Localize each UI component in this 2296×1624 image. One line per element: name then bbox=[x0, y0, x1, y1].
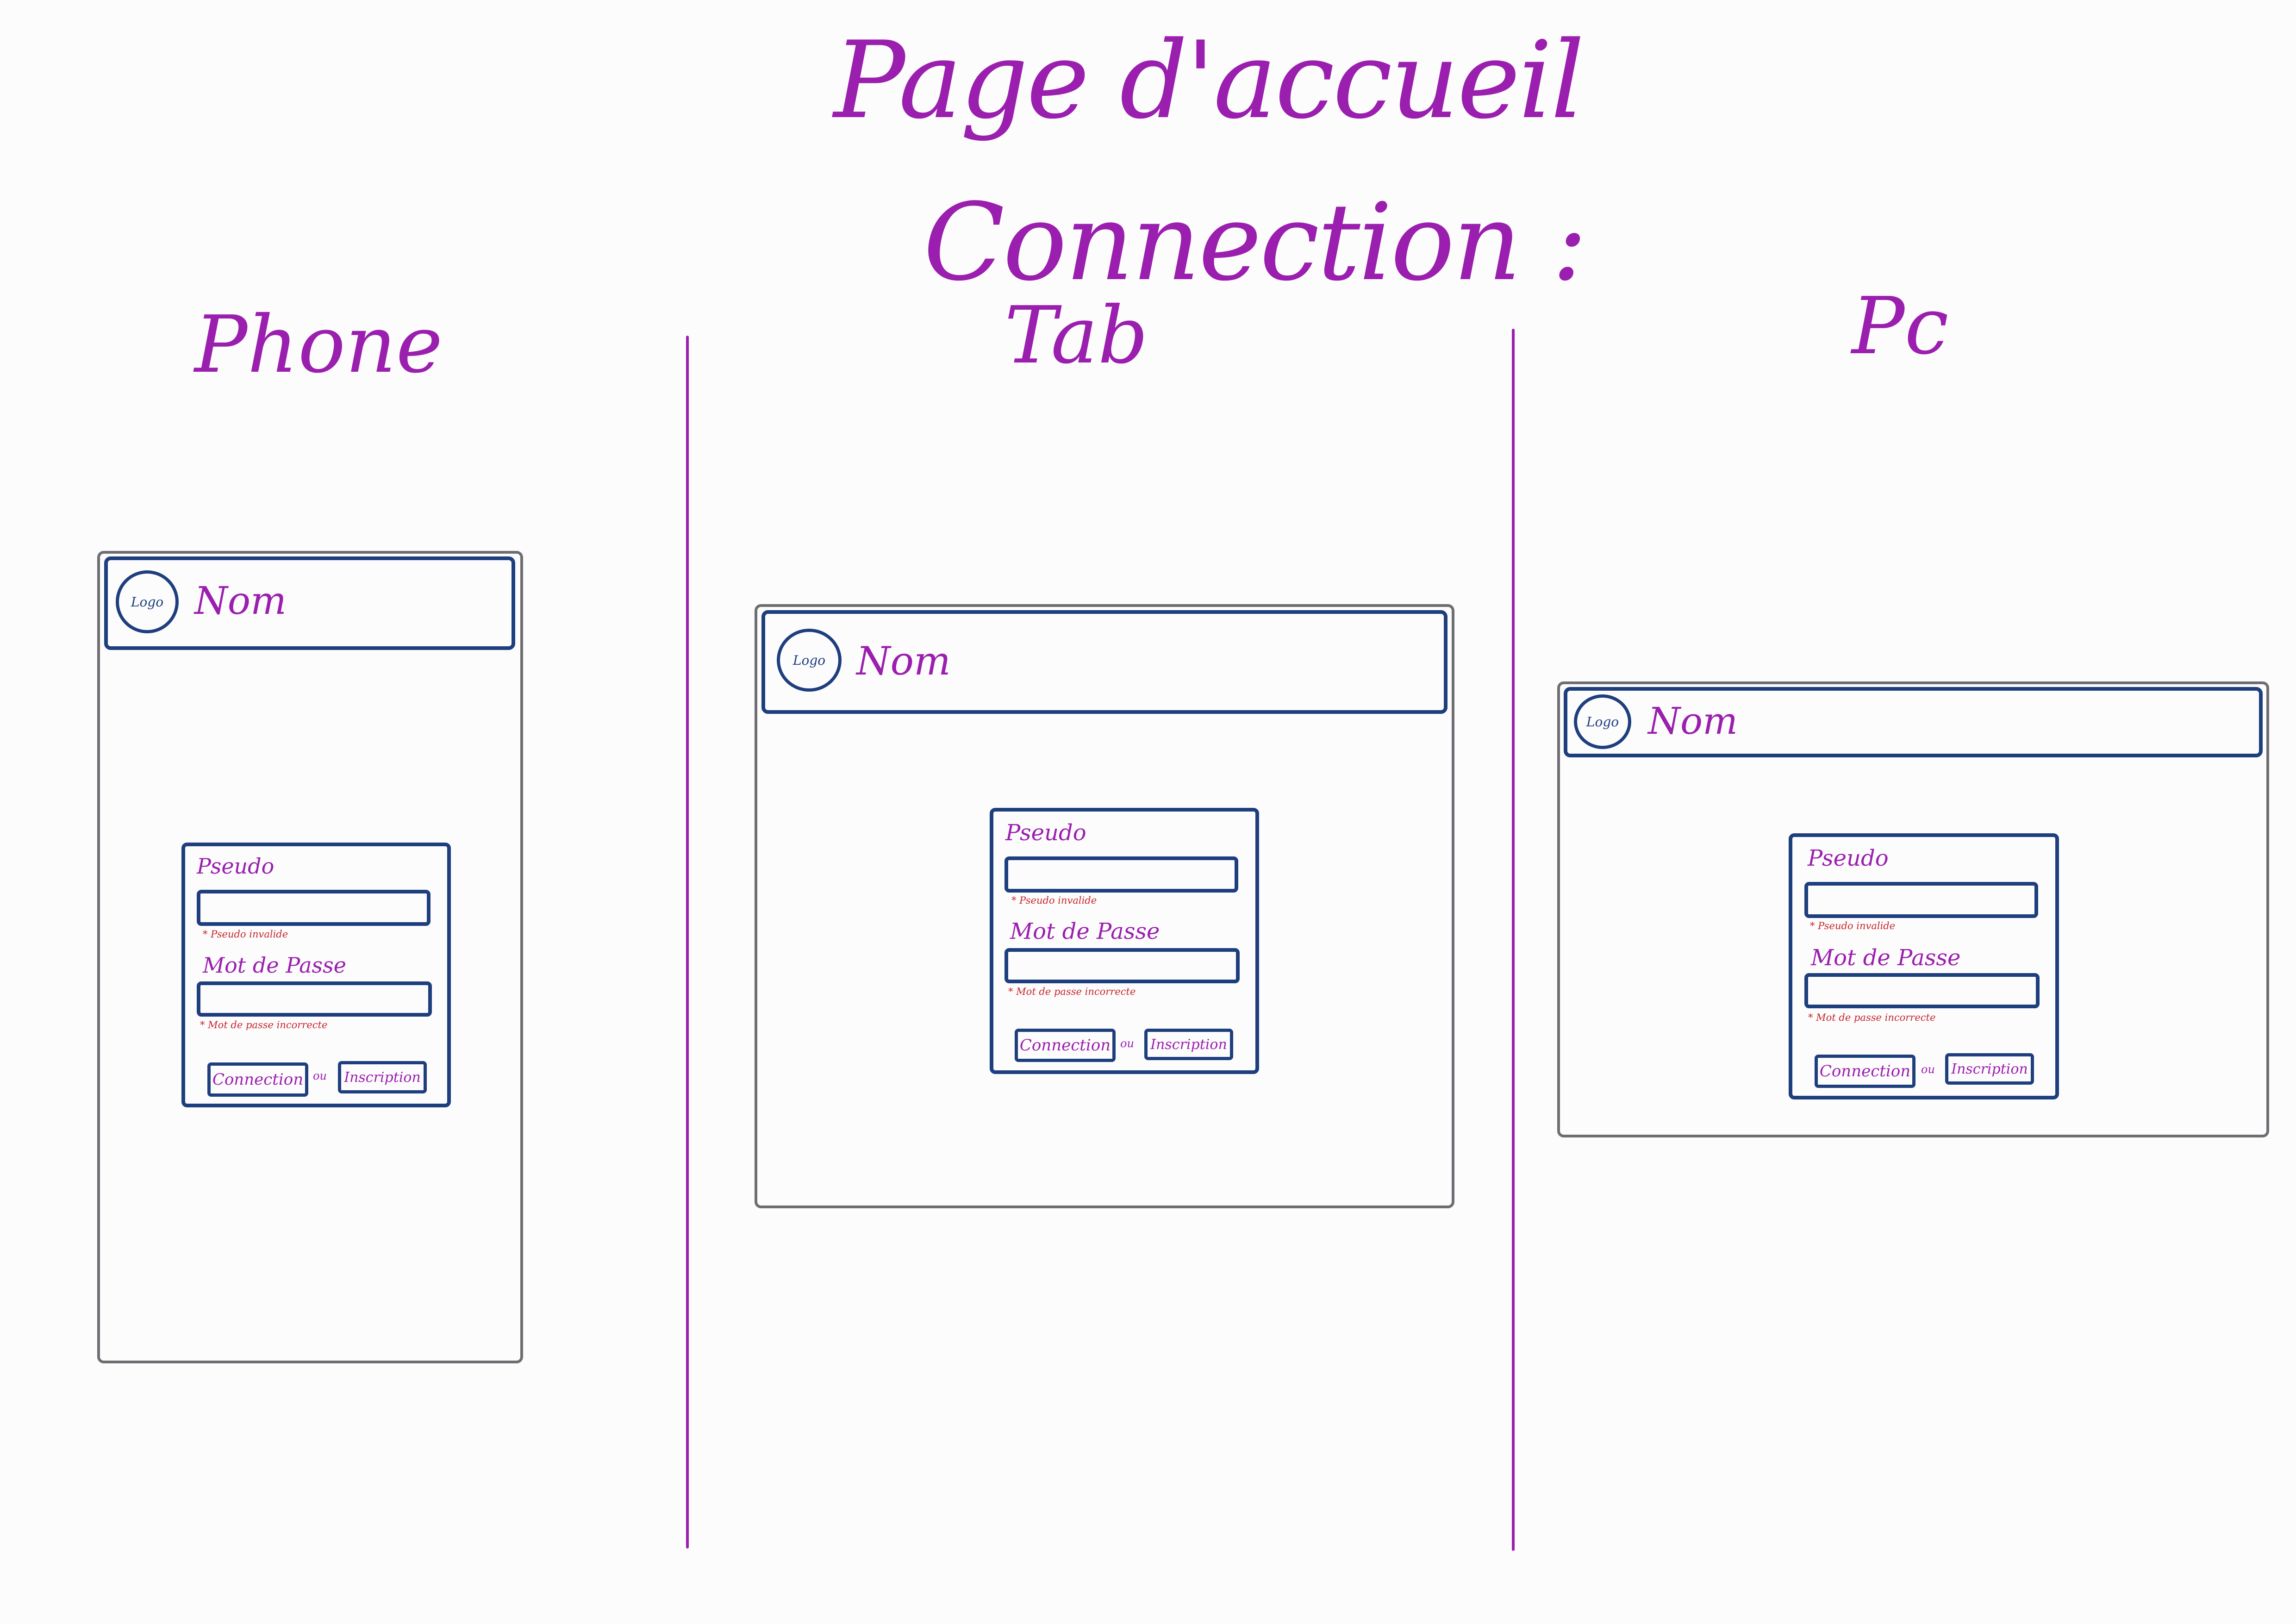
phone-login-button[interactable]: Connection bbox=[207, 1062, 308, 1097]
phone-username-label: Pseudo bbox=[197, 854, 275, 879]
tablet-password-label: Mot de Passe bbox=[1010, 918, 1160, 944]
pc-logo-icon: Logo bbox=[1574, 694, 1631, 749]
pc-username-label: Pseudo bbox=[1808, 845, 1889, 871]
pc-username-input[interactable] bbox=[1804, 882, 2038, 918]
pc-password-error: * Mot de passe incorrecte bbox=[1808, 1012, 1936, 1023]
phone-signup-button[interactable]: Inscription bbox=[338, 1061, 427, 1093]
tablet-logo-icon: Logo bbox=[777, 629, 842, 692]
tablet-password-input[interactable] bbox=[1004, 948, 1240, 983]
column-label-phone: Phone bbox=[194, 299, 443, 391]
pc-login-button[interactable]: Connection bbox=[1815, 1055, 1915, 1088]
column-label-pc: Pc bbox=[1852, 281, 1949, 372]
phone-password-error: * Mot de passe incorrecte bbox=[200, 1019, 328, 1031]
tablet-frame bbox=[755, 604, 1454, 1208]
pc-password-input[interactable] bbox=[1804, 973, 2040, 1008]
pc-app-name: Nom bbox=[1648, 700, 1738, 743]
phone-or-text: ou bbox=[313, 1069, 327, 1082]
phone-username-error: * Pseudo invalide bbox=[203, 929, 288, 940]
tablet-username-error: * Pseudo invalide bbox=[1011, 895, 1097, 906]
tablet-app-name: Nom bbox=[856, 638, 951, 684]
tablet-login-form bbox=[990, 808, 1259, 1074]
phone-password-label: Mot de Passe bbox=[203, 953, 346, 978]
phone-header bbox=[104, 556, 515, 650]
pc-login-form bbox=[1789, 833, 2059, 1099]
pc-or-text: ou bbox=[1921, 1063, 1935, 1076]
phone-password-input[interactable] bbox=[197, 981, 432, 1017]
page-title: Page d'accueil bbox=[833, 19, 1585, 143]
pc-password-label: Mot de Passe bbox=[1811, 945, 1961, 971]
tablet-username-label: Pseudo bbox=[1005, 820, 1086, 846]
pc-header bbox=[1564, 687, 2263, 757]
page-subtitle: Connection : bbox=[923, 181, 1588, 305]
column-label-tab: Tab bbox=[1004, 290, 1148, 381]
tablet-signup-button[interactable]: Inscription bbox=[1144, 1029, 1233, 1060]
column-divider-left bbox=[686, 336, 689, 1549]
phone-login-form bbox=[181, 843, 451, 1107]
phone-frame bbox=[97, 551, 523, 1363]
tablet-username-input[interactable] bbox=[1004, 856, 1238, 893]
phone-logo-icon: Logo bbox=[116, 570, 179, 633]
column-divider-right bbox=[1512, 329, 1515, 1551]
tablet-login-button[interactable]: Connection bbox=[1015, 1029, 1116, 1062]
pc-signup-button[interactable]: Inscription bbox=[1945, 1053, 2034, 1085]
phone-app-name: Nom bbox=[194, 579, 287, 623]
phone-username-input[interactable] bbox=[197, 890, 430, 926]
tablet-or-text: ou bbox=[1120, 1037, 1134, 1050]
tablet-password-error: * Mot de passe incorrecte bbox=[1008, 986, 1136, 997]
pc-username-error: * Pseudo invalide bbox=[1810, 920, 1896, 931]
tablet-header bbox=[761, 610, 1447, 714]
